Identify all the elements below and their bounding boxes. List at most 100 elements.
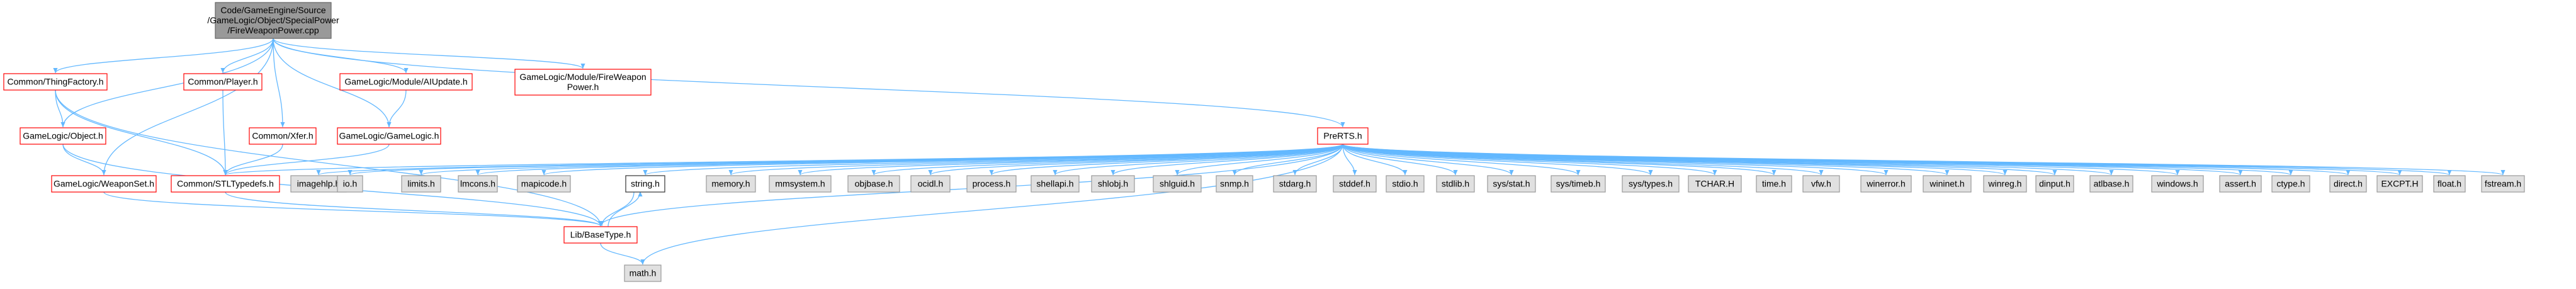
node-label: stdio.h: [1392, 179, 1418, 189]
node-box: [2433, 175, 2466, 193]
edge-prerts-to-stdio: [1342, 144, 1408, 176]
node-thingfactory[interactable]: Common/ThingFactory.h: [3, 73, 108, 91]
node-box: [910, 175, 951, 193]
node-windows: windows.h: [2151, 175, 2204, 193]
node-direct: direct.h: [2329, 175, 2367, 193]
node-box: [1317, 127, 1369, 145]
node-label: winerror.h: [1866, 179, 1905, 189]
node-stddef: stddef.h: [1333, 175, 1377, 193]
node-aiupdate[interactable]: GameLogic/Module/AIUpdate.h: [339, 73, 473, 91]
node-label: assert.h: [2225, 179, 2256, 189]
edge-object-to-weaponset: [62, 144, 106, 176]
node-fstream: fstream.h: [2481, 175, 2525, 193]
edge-prerts-to-ocidl: [928, 144, 1343, 176]
node-winerror: winerror.h: [1860, 175, 1912, 193]
node-box: [2481, 175, 2525, 193]
node-fireweapon[interactable]: GameLogic/Module/FireWeaponPower.h: [514, 69, 652, 96]
node-label: windows.h: [2156, 179, 2198, 189]
node-box: [51, 175, 157, 193]
node-layer: Code/GameEngine/Source/GameLogic/Object/…: [3, 2, 2525, 282]
node-label: Power.h: [567, 82, 599, 92]
node-xfer[interactable]: Common/Xfer.h: [249, 127, 317, 145]
node-limits: limits.h: [401, 175, 441, 193]
node-label: Common/Xfer.h: [252, 131, 313, 141]
node-box: [563, 226, 638, 244]
node-label: GameLogic/Module/FireWeapon: [519, 72, 646, 82]
edge-prerts-to-systimeb: [1342, 144, 1581, 176]
node-label: Lib/BaseType.h: [570, 230, 631, 240]
node-box: [215, 2, 332, 39]
node-label: /FireWeaponPower.cpp: [227, 25, 319, 35]
node-box: [337, 175, 363, 193]
edge-prerts-to-shlobj: [1110, 144, 1343, 176]
node-box: [458, 175, 498, 193]
node-label: wininet.h: [1929, 179, 1964, 189]
node-box: [401, 175, 441, 193]
node-string[interactable]: string.h: [625, 175, 665, 193]
node-mmsystem: mmsystem.h: [769, 175, 832, 193]
node-box: [1923, 175, 1972, 193]
node-lmcons: lmcons.h: [458, 175, 498, 193]
node-object[interactable]: GameLogic/Object.h: [20, 127, 106, 145]
node-label: stdlib.h: [1442, 179, 1469, 189]
node-root[interactable]: Code/GameEngine/Source/GameLogic/Object/…: [207, 2, 339, 39]
node-label: direct.h: [2334, 179, 2363, 189]
node-snmp: snmp.h: [1216, 175, 1253, 193]
edge-basetype-to-math: [600, 242, 645, 265]
edge-root-to-weaponset: [101, 38, 274, 176]
node-label: Common/ThingFactory.h: [7, 77, 103, 87]
edge-prerts-to-memory: [728, 144, 1343, 176]
node-io: io.h: [337, 175, 363, 193]
edge-gamelogic-to-stltypedefs: [223, 144, 390, 176]
edge-prerts-to-float: [1342, 144, 2451, 176]
node-label: GameLogic/Object.h: [23, 131, 103, 141]
node-label: Common/STLTypedefs.h: [177, 179, 274, 189]
node-box: [3, 73, 108, 91]
edge-thingfactory-to-object: [55, 89, 65, 128]
node-box: [2035, 175, 2074, 193]
node-box: [769, 175, 832, 193]
node-label: math.h: [630, 268, 657, 278]
node-shlobj: shlobj.h: [1091, 175, 1135, 193]
node-stdlib: stdlib.h: [1436, 175, 1475, 193]
node-box: [1860, 175, 1912, 193]
node-stltypedefs[interactable]: Common/STLTypedefs.h: [171, 175, 280, 193]
node-box: [1216, 175, 1253, 193]
edge-string-to-basetype: [599, 191, 635, 227]
node-label: ocidl.h: [918, 179, 943, 189]
node-box: [1153, 175, 1202, 193]
edge-basetype-to-string: [607, 191, 643, 227]
node-player[interactable]: Common/Player.h: [183, 73, 263, 91]
node-prerts[interactable]: PreRTS.h: [1317, 127, 1369, 145]
edge-root-to-xfer: [273, 38, 285, 128]
node-shellapi: shellapi.h: [1031, 175, 1080, 193]
node-label: memory.h: [711, 179, 750, 189]
edge-prerts-to-string: [643, 144, 1343, 176]
node-gamelogic[interactable]: GameLogic/GameLogic.h: [337, 127, 441, 145]
node-box: [1756, 175, 1792, 193]
node-systypes: sys/types.h: [1622, 175, 1680, 193]
node-ocidl: ocidl.h: [910, 175, 951, 193]
node-box: [1091, 175, 1135, 193]
node-winreg: winreg.h: [1983, 175, 2027, 193]
node-label: mmsystem.h: [775, 179, 825, 189]
edge-root-to-fireweapon: [273, 38, 585, 69]
node-basetype[interactable]: Lib/BaseType.h: [563, 226, 638, 244]
node-box: [290, 175, 347, 193]
node-box: [249, 127, 317, 145]
node-time: time.h: [1756, 175, 1792, 193]
edge-weaponset-to-basetype: [103, 191, 603, 227]
node-box: [1273, 175, 1317, 193]
edge-player-to-stltypedefs: [222, 89, 228, 176]
node-label: Code/GameEngine/Source: [220, 5, 326, 15]
node-label: EXCPT.H: [2381, 179, 2418, 189]
node-weaponset[interactable]: GameLogic/WeaponSet.h: [51, 175, 157, 193]
node-label: string.h: [631, 179, 660, 189]
node-box: [2329, 175, 2367, 193]
node-box: [2271, 175, 2310, 193]
node-label: GameLogic/GameLogic.h: [339, 131, 439, 141]
node-label: stddef.h: [1339, 179, 1370, 189]
node-label: shlguid.h: [1160, 179, 1195, 189]
node-label: fstream.h: [2485, 179, 2521, 189]
node-label: objbase.h: [855, 179, 893, 189]
